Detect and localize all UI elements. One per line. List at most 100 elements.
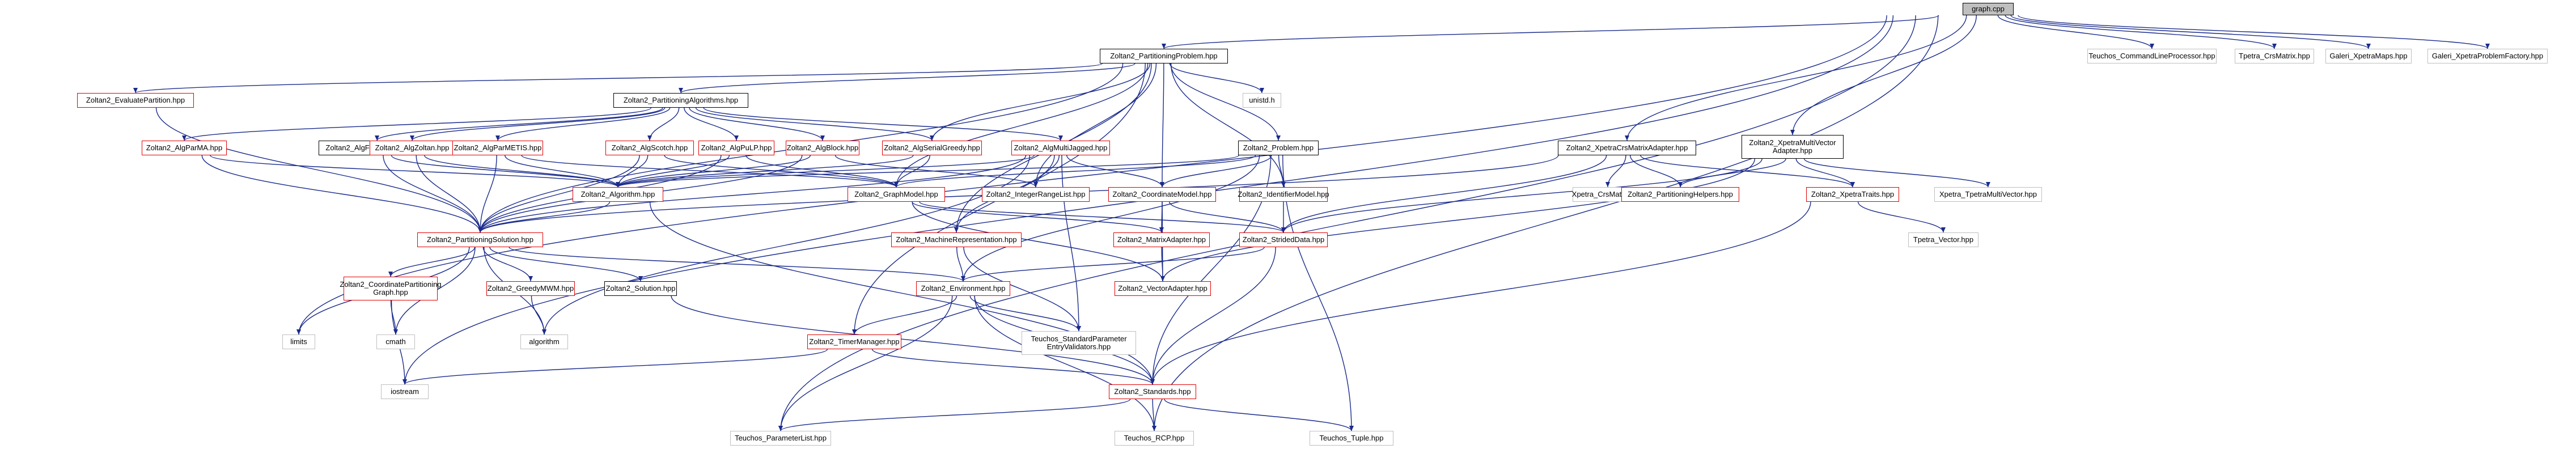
edge-asc-to-ps [480, 155, 640, 233]
arrowhead-pa-to-aft [375, 135, 379, 141]
edge-apm-to-gm [521, 155, 897, 188]
node-apu[interactable]: Zoltan2_AlgPuLP.hpp [698, 141, 774, 155]
edge-pp-to-ep [135, 63, 1103, 94]
node-pp[interactable]: Zoltan2_PartitioningProblem.hpp [1100, 49, 1228, 63]
arrowhead-root-to-gxpf [2485, 44, 2490, 49]
edge-root-to-clp [1997, 15, 2153, 49]
arrowhead-root-to-xmva [1790, 130, 1795, 135]
node-iostream[interactable]: iostream [381, 384, 429, 399]
node-alg[interactable]: Zoltan2_Algorithm.hpp [573, 187, 663, 202]
edge-env-to-tm [854, 295, 957, 335]
edge-std-to-tuple [1164, 399, 1352, 431]
edge-prob-to-tuple [1282, 155, 1352, 431]
node-mr[interactable]: Zoltan2_MachineRepresentation.hpp [891, 232, 1022, 247]
node-limits[interactable]: limits [282, 334, 315, 349]
node-ph[interactable]: Zoltan2_PartitioningHelpers.hpp [1621, 187, 1739, 202]
node-prob[interactable]: Zoltan2_Problem.hpp [1238, 141, 1319, 155]
edge-cm-to-sd [1169, 201, 1284, 233]
node-apma[interactable]: Zoltan2_AlgParMA.hpp [142, 141, 227, 155]
arrowhead-prob-to-im [1281, 182, 1286, 187]
node-xt[interactable]: Zoltan2_XpetraTraits.hpp [1806, 187, 1899, 202]
node-ep[interactable]: Zoltan2_EvaluatePartition.hpp [77, 93, 194, 108]
node-env[interactable]: Zoltan2_Environment.hpp [916, 281, 1010, 296]
arrowhead-pp-to-unistd [1260, 88, 1264, 93]
node-cmath[interactable]: cmath [376, 334, 415, 349]
edge-pa-to-abl [689, 107, 823, 141]
node-asc[interactable]: Zoltan2_AlgScotch.hpp [605, 141, 694, 155]
arrowhead-pa-to-apm [495, 135, 500, 141]
node-tpl[interactable]: Teuchos_ParameterList.hpp [730, 431, 831, 446]
node-xtmv[interactable]: Xpetra_TpetraMultiVector.hpp [1934, 187, 2042, 202]
arrowhead-ps-to-cpg [388, 272, 393, 277]
edge-prob-to-cm [1162, 155, 1272, 188]
edge-ps-to-sol [489, 247, 641, 282]
node-gxpf[interactable]: Galeri_XpetraProblemFactory.hpp [2427, 49, 2548, 63]
edge-xmva-to-sd [1283, 158, 1762, 233]
node-im[interactable]: Zoltan2_IdentifierModel.hpp [1238, 187, 1329, 202]
node-tcm[interactable]: Tpetra_CrsMatrix.hpp [2235, 49, 2314, 63]
edge-pp-to-prob [1170, 63, 1279, 141]
edge-pp-to-irl [1035, 63, 1157, 188]
arrowhead-root-to-pp [1162, 44, 1166, 49]
arrowhead-pa-to-asc [647, 135, 652, 141]
edge-sd-to-std [1152, 247, 1276, 385]
node-abl[interactable]: Zoltan2_AlgBlock.hpp [786, 141, 859, 155]
edge-ps-to-gmwm [482, 247, 531, 282]
arrowhead-root-to-clp [2150, 44, 2154, 49]
arrowhead-xmva-to-ph [1678, 182, 1683, 187]
edge-xcma-to-sd [1283, 155, 1607, 233]
arrowhead-ps-to-limits [296, 329, 301, 334]
node-clp[interactable]: Teuchos_CommandLineProcessor.hpp [2087, 49, 2217, 63]
arrowhead-ma-to-va [1160, 276, 1165, 281]
node-azo[interactable]: Zoltan2_AlgZoltan.hpp [370, 141, 455, 155]
arrowhead-prob-to-cm [1160, 182, 1164, 187]
edge-pa-to-amj [703, 107, 1061, 141]
node-unistd[interactable]: unistd.h [1243, 93, 1281, 108]
edge-gm-to-sd [919, 201, 1284, 233]
arrowhead-pp-to-prob [1276, 135, 1281, 141]
arrowhead-prob-to-gm [894, 182, 899, 187]
edge-root-to-rcp [1154, 15, 1939, 431]
arrowhead-pp-to-ep [133, 88, 138, 93]
node-tuple[interactable]: Teuchos_Tuple.hpp [1310, 431, 1393, 446]
node-root[interactable]: graph.cpp [1963, 3, 2014, 15]
edge-xt-to-std [1152, 201, 1811, 385]
node-va[interactable]: Zoltan2_VectorAdapter.hpp [1115, 281, 1211, 296]
edge-pp-to-im [1170, 63, 1284, 188]
node-sd[interactable]: Zoltan2_StridedData.hpp [1239, 232, 1328, 247]
node-rcp[interactable]: Teuchos_RCP.hpp [1115, 431, 1194, 446]
node-sol[interactable]: Zoltan2_Solution.hpp [604, 281, 677, 296]
node-algorithm[interactable]: algorithm [520, 334, 568, 349]
edge-std-to-tpl [780, 399, 1131, 431]
node-apm[interactable]: Zoltan2_AlgParMETIS.hpp [452, 141, 543, 155]
arrowhead-pa-to-azo [410, 135, 414, 141]
node-std[interactable]: Zoltan2_Standards.hpp [1109, 384, 1196, 399]
edge-gm-to-ma [912, 201, 1162, 233]
node-tv[interactable]: Tpetra_Vector.hpp [1908, 232, 1978, 247]
node-xcma[interactable]: Zoltan2_XpetraCrsMatrixAdapter.hpp [1558, 141, 1696, 155]
arrowhead-std-to-tuple [1349, 426, 1354, 431]
node-tm[interactable]: Zoltan2_TimerManager.hpp [807, 334, 901, 349]
edge-pa-to-apm [497, 107, 671, 141]
node-amj[interactable]: Zoltan2_AlgMultiJagged.hpp [1011, 141, 1110, 155]
node-ps[interactable]: Zoltan2_PartitioningSolution.hpp [417, 232, 543, 247]
node-irl[interactable]: Zoltan2_IntegerRangeList.hpp [982, 187, 1090, 202]
node-asg[interactable]: Zoltan2_AlgSerialGreedy.hpp [882, 141, 982, 155]
arrowhead-root-to-tcm [2272, 44, 2277, 49]
arrowhead-amj-to-irl [1033, 182, 1038, 187]
arrowhead-env-to-tspev [1077, 326, 1081, 331]
node-ma[interactable]: Zoltan2_MatrixAdapter.hpp [1113, 232, 1210, 247]
edge-pp-to-pa [680, 63, 1136, 94]
arrowhead-tm-to-std [1150, 379, 1155, 384]
node-gm[interactable]: Zoltan2_GraphModel.hpp [848, 187, 945, 202]
node-cm[interactable]: Zoltan2_CoordinateModel.hpp [1108, 187, 1216, 202]
node-pa[interactable]: Zoltan2_PartitioningAlgorithms.hpp [613, 93, 748, 108]
edge-apm-to-ps [480, 155, 497, 233]
node-gmwm[interactable]: Zoltan2_GreedyMWM.hpp [486, 281, 575, 296]
edge-env-to-tpl [780, 295, 953, 431]
node-gxm[interactable]: Galeri_XpetraMaps.hpp [2325, 49, 2412, 63]
edge-xcma-to-ph [1629, 155, 1681, 188]
